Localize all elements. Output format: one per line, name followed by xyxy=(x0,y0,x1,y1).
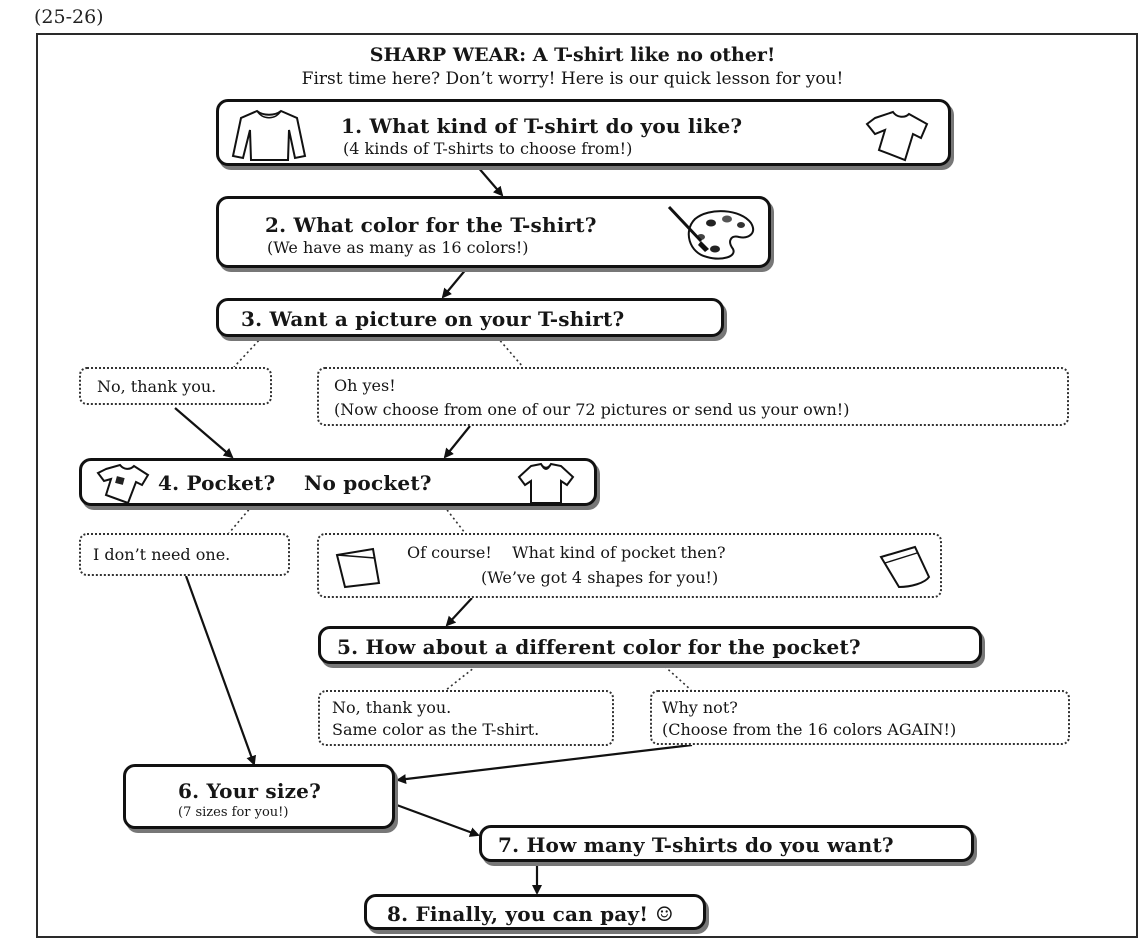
option-no-pocket-color-line2: Same color as the T-shirt. xyxy=(332,720,540,739)
diagram-frame xyxy=(36,33,1138,938)
option-no-pocket-color-line1: No, thank you. xyxy=(332,698,452,717)
option-yes-pocket-color-line1: Why not? xyxy=(662,698,738,717)
step-2-note: (We have as many as 16 colors!) xyxy=(267,238,529,257)
option-yes-pocket-color: Why not? (Choose from the 16 colors AGAI… xyxy=(650,690,1070,745)
step-6-note: (7 sizes for you!) xyxy=(178,805,289,820)
plain-t-shirt-icon xyxy=(517,462,575,504)
option-yes-picture-line1: Oh yes! xyxy=(334,376,396,395)
step-1-title: 1. What kind of T-shirt do you like? xyxy=(341,114,743,138)
step-7-title: 7. How many T-shirts do you want? xyxy=(498,833,894,857)
arrow-2-to-3 xyxy=(441,267,468,299)
option-yes-pocket-line2: (We’ve got 4 shapes for you!) xyxy=(481,568,719,587)
arrow-yes-picture-to-4 xyxy=(443,425,471,459)
step-3-box: 3. Want a picture on your T-shirt? xyxy=(216,298,724,337)
option-no-picture-label: No, thank you. xyxy=(97,377,217,396)
step-2-title: 2. What color for the T-shirt? xyxy=(265,213,597,237)
arrow-1-to-2 xyxy=(476,165,504,197)
option-yes-picture: Oh yes! (Now choose from one of our 72 p… xyxy=(317,367,1069,426)
step-4-box: 4. Pocket? No pocket? xyxy=(79,458,597,506)
t-shirt-icon xyxy=(865,110,929,162)
pocket-t-shirt-icon xyxy=(96,463,150,505)
dotted-3-to-yes-picture xyxy=(496,336,524,368)
question-number: (25-26) xyxy=(34,6,104,28)
step-1-box: 1. What kind of T-shirt do you like? (4 … xyxy=(216,99,951,166)
diagram-subtitle: First time here? Don’t worry! Here is ou… xyxy=(301,69,844,89)
option-yes-pocket-line1: Of course! What kind of pocket then? xyxy=(407,543,726,562)
step-3-title: 3. Want a picture on your T-shirt? xyxy=(241,307,625,331)
step-1-note: (4 kinds of T-shirts to choose from!) xyxy=(343,139,633,158)
step-6-title: 6. Your size? xyxy=(178,779,322,803)
option-no-pocket-color: No, thank you. Same color as the T-shirt… xyxy=(318,690,614,746)
paint-palette-icon xyxy=(667,205,755,260)
step-6-box: 6. Your size? (7 sizes for you!) xyxy=(123,764,395,829)
dotted-4-to-yes-pocket xyxy=(443,505,466,534)
dotted-5-to-no-color xyxy=(445,662,481,691)
arrow-no-pocket-to-6 xyxy=(184,575,256,766)
option-no-pocket-label: I don’t need one. xyxy=(93,545,231,564)
arrow-6-to-7 xyxy=(393,802,480,837)
step-8-box: 8. Finally, you can pay! ☺ xyxy=(364,894,706,930)
dotted-4-to-no-pocket xyxy=(228,505,253,534)
dotted-5-to-yes-color xyxy=(660,662,692,691)
option-no-picture: No, thank you. xyxy=(79,367,272,405)
dotted-3-to-no-picture xyxy=(233,336,263,368)
arrow-no-picture-to-4 xyxy=(174,407,234,459)
option-yes-picture-line2: (Now choose from one of our 72 pictures … xyxy=(334,400,850,419)
step-7-box: 7. How many T-shirts do you want? xyxy=(479,825,974,862)
option-yes-pocket: Of course! What kind of pocket then? (We… xyxy=(317,533,942,598)
option-yes-pocket-color-line2: (Choose from the 16 colors AGAIN!) xyxy=(662,720,957,739)
arrow-yes-pocket-to-5 xyxy=(445,597,473,627)
step-2-box: 2. What color for the T-shirt? (We have … xyxy=(216,196,771,268)
long-sleeve-shirt-icon xyxy=(231,109,307,161)
arrow-yes-color-to-6 xyxy=(396,743,693,785)
pocket-shape-icon xyxy=(879,545,931,589)
step-5-box: 5. How about a different color for the p… xyxy=(318,626,982,664)
option-no-pocket: I don’t need one. xyxy=(79,533,290,576)
step-5-title: 5. How about a different color for the p… xyxy=(337,635,861,659)
pocket-shape-icon xyxy=(335,547,381,589)
step-8-title: 8. Finally, you can pay! ☺ xyxy=(387,902,674,926)
diagram-title: SHARP WEAR: A T-shirt like no other! xyxy=(369,44,776,66)
step-4-title: 4. Pocket? No pocket? xyxy=(158,471,432,495)
